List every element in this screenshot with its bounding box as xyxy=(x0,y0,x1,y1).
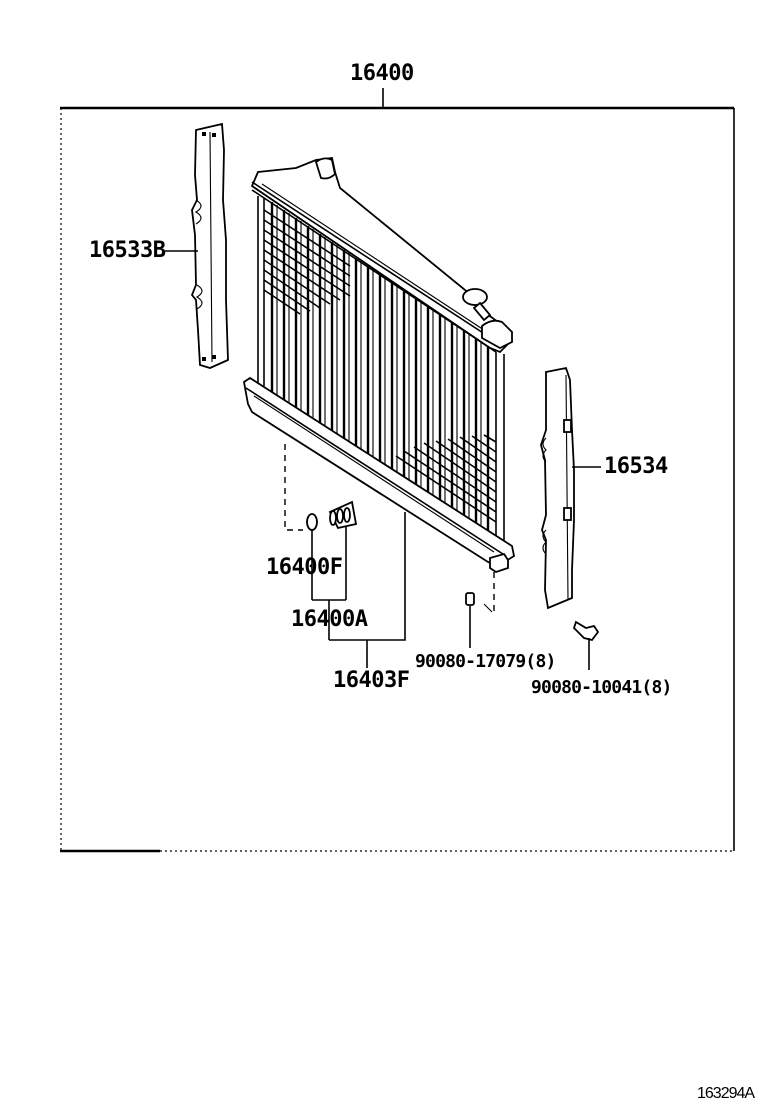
drain-plug-install-line xyxy=(284,444,303,531)
clip-part xyxy=(465,572,495,648)
bolt-part-number: 90080-10041(8) xyxy=(531,677,672,698)
illustration-reference-code: 163294A xyxy=(697,1085,755,1102)
assembly-part-number: 16400 xyxy=(350,61,414,86)
left-side-seal-part xyxy=(165,122,229,369)
oring-part xyxy=(306,513,318,600)
bolt-part xyxy=(572,620,600,670)
core-part-number: 16403F xyxy=(333,668,410,693)
radiator-core-part xyxy=(243,157,516,573)
drain-cock-part-number: 16400A xyxy=(291,607,368,632)
left-seal-part-number: 16533B xyxy=(89,238,166,263)
clip-part-number: 90080-17079(8) xyxy=(415,651,556,672)
right-side-seal-part xyxy=(540,366,601,610)
assembly-frame xyxy=(60,88,735,853)
drain-cock-part xyxy=(312,500,406,668)
oring-part-number: 16400F xyxy=(266,555,343,580)
right-seal-part-number: 16534 xyxy=(604,454,668,479)
